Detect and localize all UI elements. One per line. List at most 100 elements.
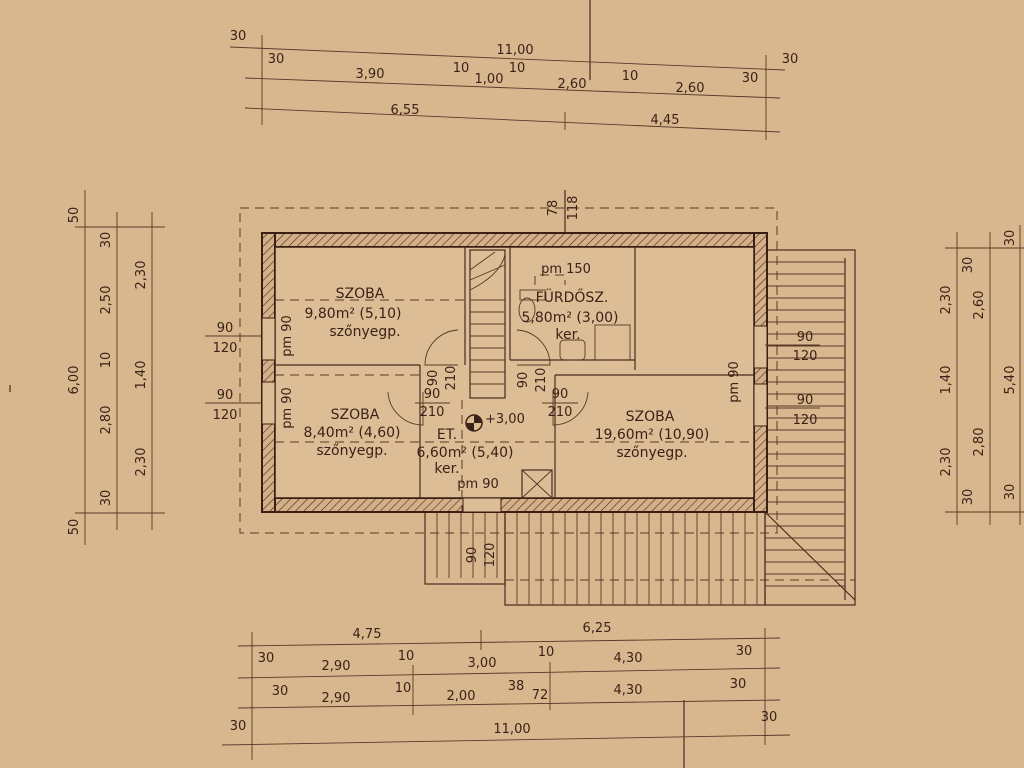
dim-label: 10: [509, 61, 526, 76]
dim-label: 2,60: [676, 81, 705, 96]
window-label: 120: [213, 341, 238, 356]
dim-label: 50: [67, 207, 82, 224]
room-szoba-1: SZOBA 9,80m² (5,10) szőnyegp.: [305, 286, 402, 340]
left-dimensions: 50 6,00 50 30 2,50 10 2,80 30 2,30 1,40 …: [67, 190, 165, 545]
windows: [261, 317, 768, 513]
room-floor: ker.: [434, 461, 459, 477]
right-dimensions: 30 2,30 1,40 2,30 30 2,60 2,80 30 5,40 3…: [939, 225, 1024, 525]
dim-label: 30: [742, 71, 759, 86]
dim-label: 30: [961, 257, 976, 274]
dim-label: 10: [99, 352, 114, 369]
terrace-right: [764, 249, 856, 606]
dim-label: 10: [453, 61, 470, 76]
room-area: 8,40m² (4,60): [304, 425, 401, 441]
dim-label: 38: [508, 679, 525, 694]
dim-label: 6,00: [67, 366, 82, 395]
dim-label: 30: [1003, 484, 1018, 501]
roof-outline: [239, 207, 778, 534]
level-label: +3,00: [485, 412, 525, 427]
room-area: 19,60m² (10,90): [595, 427, 710, 443]
dim-label: 4,30: [614, 683, 643, 698]
dim-label: 11,00: [493, 722, 530, 737]
door-label: 210: [548, 405, 573, 420]
dim-label: 3,90: [356, 67, 385, 82]
door-label: 210: [444, 366, 459, 391]
room-floor: szőnyegp.: [329, 324, 400, 340]
dim-label: 1,40: [134, 361, 149, 390]
room-name: FÜRDŐSZ.: [536, 288, 609, 306]
room-floor: ker.: [555, 327, 580, 343]
room-szoba-2: SZOBA 8,40m² (4,60) szőnyegp.: [304, 407, 401, 459]
sill-label: pm 90: [280, 315, 295, 357]
dim-label: 3,00: [468, 656, 497, 671]
dim-label: 30: [99, 490, 114, 507]
door-label: 90: [516, 372, 531, 389]
room-area: 5,80m² (3,00): [522, 310, 619, 326]
dim-label: 2,30: [134, 261, 149, 290]
bottom-dimensions: 4,75 6,25 30 2,90 10 3,00 10 4,30 30 30 …: [221, 621, 791, 760]
dim-label: 11,00: [496, 43, 533, 58]
room-area: 6,60m² (5,40): [417, 445, 514, 461]
window-label: 90: [465, 547, 480, 564]
dim-label: 30: [99, 232, 114, 249]
door-label: 90: [552, 387, 569, 402]
dim-label: 4,30: [614, 651, 643, 666]
sill-label: pm 150: [541, 262, 591, 277]
staircase: [469, 249, 506, 399]
dim-label: 4,75: [353, 627, 382, 642]
window-label: 90: [217, 388, 234, 403]
window-label: 120: [483, 543, 498, 568]
dim-label: 2,80: [972, 428, 987, 457]
window-label: 120: [793, 349, 818, 364]
room-name: ET.: [437, 427, 457, 443]
dim-label: 2,60: [558, 77, 587, 92]
door-label: 210: [420, 405, 445, 420]
dim-label: 6,55: [391, 103, 420, 118]
dim-label: 5,40: [1003, 366, 1018, 395]
room-hall: ET. 6,60m² (5,40) ker.: [417, 427, 514, 477]
dim-label: 2,30: [939, 286, 954, 315]
dim-label: 10: [398, 649, 415, 664]
dim-label: 10: [622, 69, 639, 84]
dim-label: 2,90: [322, 659, 351, 674]
door-label: 90: [424, 387, 441, 402]
dim-label: 1,00: [475, 72, 504, 87]
room-szoba-3: SZOBA 19,60m² (10,90) szőnyegp.: [595, 409, 710, 461]
dim-label: 30: [230, 29, 247, 44]
top-dimensions: 30 11,00 30 30 3,90 10 1,00 10 2,60 10 2…: [230, 29, 799, 140]
dim-label: 30: [1003, 230, 1018, 247]
window-label: 120: [213, 408, 238, 423]
dim-label: 30: [961, 489, 976, 506]
room-bathroom: FÜRDŐSZ. 5,80m² (3,00) ker.: [522, 288, 619, 343]
sill-label: pm 90: [457, 477, 499, 492]
dim-label: 2,30: [939, 448, 954, 477]
bathroom-fixtures: [518, 274, 631, 361]
window-label: 90: [217, 321, 234, 336]
building-walls: [261, 232, 768, 513]
room-floor: szőnyegp.: [616, 445, 687, 461]
dim-label: 30: [782, 52, 799, 67]
window-label: 90: [797, 330, 814, 345]
door-label: 210: [534, 368, 549, 393]
window-label: 120: [793, 413, 818, 428]
room-area: 9,80m² (5,10): [305, 306, 402, 322]
dim-label: 1,40: [939, 366, 954, 395]
dim-label: 2,00: [447, 689, 476, 704]
dim-label: 30: [730, 677, 747, 692]
sill-label: pm 90: [727, 361, 742, 403]
dim-label: 10: [395, 681, 412, 696]
room-name: SZOBA: [626, 409, 675, 425]
dim-label: 2,50: [99, 286, 114, 315]
dim-label: 30: [272, 684, 289, 699]
dim-label: 6,25: [583, 621, 612, 636]
window-labels: 90 120 90 120 90 120 90 120: [205, 321, 820, 428]
window-label: 118: [566, 196, 581, 221]
dim-label: 72: [532, 688, 549, 703]
dim-label: 2,30: [134, 448, 149, 477]
dim-label: 2,90: [322, 691, 351, 706]
room-name: SZOBA: [336, 286, 385, 302]
dim-label: 30: [761, 710, 778, 725]
window-label: 78: [546, 200, 561, 217]
door-swings: [387, 329, 589, 426]
